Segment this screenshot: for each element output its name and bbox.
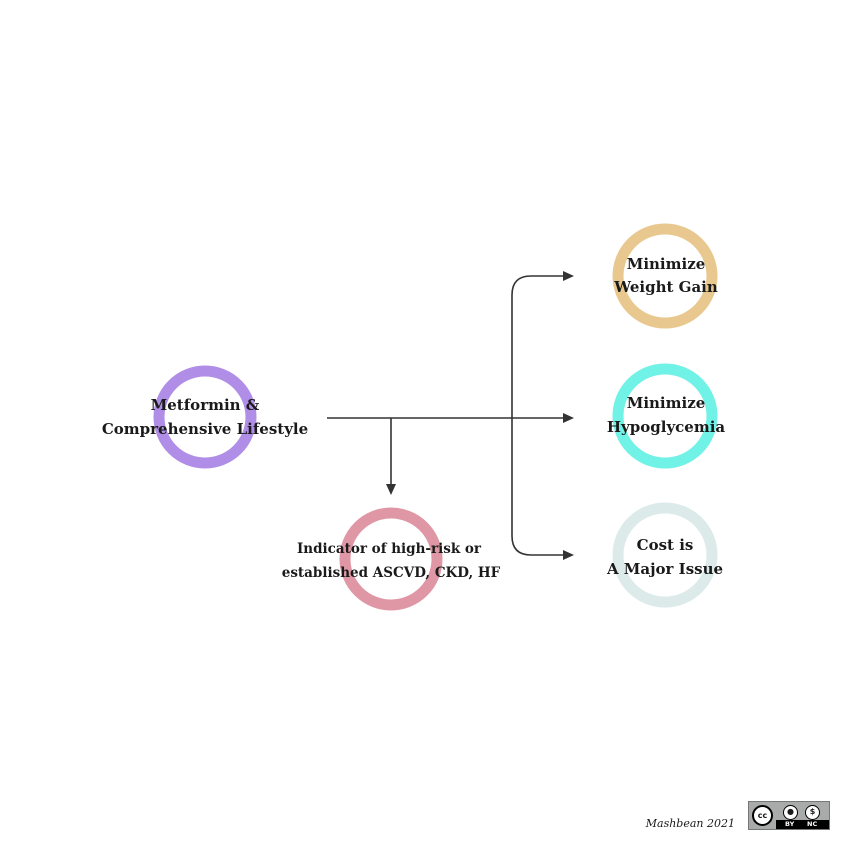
hypoglycemia-label-line2: Hypoglycemia xyxy=(607,418,726,436)
metformin-label-line2: Comprehensive Lifestyle xyxy=(102,420,308,438)
weight-gain-ring xyxy=(612,223,718,329)
high-risk-ring xyxy=(339,507,443,611)
author-credit: Mashbean 2021 xyxy=(645,817,735,830)
creative-commons-icon: cc xyxy=(752,805,773,826)
cc-license-badge: cc ● $ BY NC xyxy=(748,801,830,830)
arrow-to-cost xyxy=(563,550,574,560)
arrow-to-high-risk xyxy=(386,484,396,495)
vertical-bracket-connector xyxy=(511,275,566,556)
high-risk-label-line2: established ASCVD, CKD, HF xyxy=(282,565,501,581)
cost-label-line1: Cost is xyxy=(637,536,694,554)
weight-gain-label-line2: Weight Gain xyxy=(613,278,718,296)
cost-label-line2: A Major Issue xyxy=(606,560,723,578)
noncommercial-dollar-icon: $ xyxy=(805,805,820,820)
hypoglycemia-label-line1: Minimize xyxy=(627,394,706,412)
metformin-label-line1: Metformin & xyxy=(151,396,260,414)
weight-gain-label-line1: Minimize xyxy=(627,255,706,273)
high-risk-label-line1: Indicator of high-risk or xyxy=(297,541,482,557)
arrow-to-hypoglycemia xyxy=(563,413,574,423)
license-nc-text: NC xyxy=(807,820,818,828)
attribution-person-icon: ● xyxy=(783,805,798,820)
arrow-to-weight-gain xyxy=(563,271,574,281)
hypoglycemia-ring xyxy=(612,363,718,469)
cost-ring xyxy=(612,502,718,608)
license-by-text: BY xyxy=(785,820,795,828)
metformin-ring xyxy=(153,365,257,469)
